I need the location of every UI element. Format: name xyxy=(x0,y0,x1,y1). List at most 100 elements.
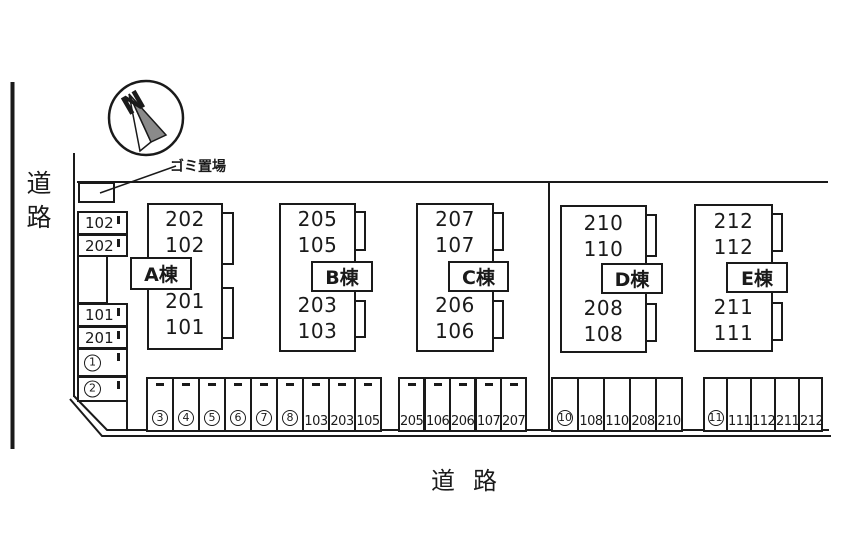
stall-number: 110 xyxy=(605,414,629,429)
unit-number: 108 xyxy=(583,322,624,346)
left-column-empty-space xyxy=(77,255,108,304)
wheel-stop-mark xyxy=(117,239,120,247)
stall-number-circled: 10 xyxy=(557,410,573,426)
unit-number: 106 xyxy=(435,319,475,343)
parking-stall: 211 xyxy=(774,377,800,432)
parking-stall: 111 xyxy=(726,377,752,432)
stall-number: 206 xyxy=(451,414,475,429)
parking-stall: 11 xyxy=(703,377,728,432)
stall-number: 205 xyxy=(400,414,424,429)
wheel-stop-mark xyxy=(234,383,242,386)
parking-stall: 105 xyxy=(354,377,382,432)
building-b-lower-units: 203 103 xyxy=(279,292,356,344)
stall-number: 212 xyxy=(800,414,824,429)
parking-stall: 1 xyxy=(77,348,128,377)
building-c-lower-units: 206 106 xyxy=(416,292,494,344)
stall-number: 112 xyxy=(752,414,776,429)
unit-number: 203 xyxy=(297,293,338,317)
stall-number-circled: 5 xyxy=(204,410,220,426)
building-b-name: B棟 xyxy=(311,261,373,292)
stall-number: 208 xyxy=(631,414,655,429)
building-a-name: A棟 xyxy=(130,257,192,290)
wheel-stop-mark xyxy=(509,383,518,386)
unit-number: 105 xyxy=(297,233,338,257)
wheel-stop-mark xyxy=(117,308,120,316)
wheel-stop-mark xyxy=(286,383,294,386)
stall-number: 106 xyxy=(426,414,450,429)
south-boundary-outer-line xyxy=(69,398,831,437)
garbage-area-box xyxy=(78,182,115,203)
unit-number: 111 xyxy=(713,321,754,345)
road-label-bottom: 道路 xyxy=(431,467,515,495)
unit-number: 212 xyxy=(713,209,754,233)
unit-number: 210 xyxy=(583,211,624,235)
parking-stall: 112 xyxy=(750,377,776,432)
parking-stall: 102 xyxy=(77,211,128,235)
building-a-upper-units: 202 102 xyxy=(147,206,223,258)
north-arrow: N xyxy=(107,79,185,157)
parking-stall: 208 xyxy=(629,377,657,432)
wheel-stop-mark xyxy=(407,383,416,386)
stall-number: 105 xyxy=(356,414,380,429)
parking-stall: 5 xyxy=(198,377,226,432)
wheel-stop-mark xyxy=(484,383,493,386)
garbage-area-label: ゴミ置場 xyxy=(170,159,226,175)
wheel-stop-mark xyxy=(433,383,442,386)
unit-number: 206 xyxy=(435,293,475,317)
parking-stall: 210 xyxy=(655,377,683,432)
stall-number: 101 xyxy=(85,306,114,324)
wheel-stop-mark xyxy=(182,383,190,386)
stall-number: 108 xyxy=(579,414,603,429)
wheel-stop-mark xyxy=(260,383,268,386)
building-c-upper-units: 207 107 xyxy=(416,206,494,258)
stall-number-circled: 4 xyxy=(178,410,194,426)
unit-number: 201 xyxy=(165,289,205,313)
parking-stall: 205 xyxy=(398,377,425,432)
wheel-stop-mark xyxy=(458,383,467,386)
parking-stall: 212 xyxy=(798,377,824,432)
stall-number: 207 xyxy=(502,414,526,429)
wheel-stop-mark xyxy=(364,383,372,386)
wheel-stop-mark xyxy=(117,353,120,361)
unit-number: 207 xyxy=(435,207,475,231)
stall-number: 103 xyxy=(304,414,328,429)
stall-number: 202 xyxy=(85,236,114,255)
parking-stall: 110 xyxy=(603,377,631,432)
parking-stall: 7 xyxy=(250,377,278,432)
stall-number: 211 xyxy=(776,414,800,429)
wheel-stop-mark xyxy=(117,331,120,339)
parking-stall: 108 xyxy=(577,377,605,432)
wheel-stop-mark xyxy=(208,383,216,386)
stall-number-circled: 6 xyxy=(230,410,246,426)
unit-number: 103 xyxy=(297,319,338,343)
unit-number: 110 xyxy=(583,237,624,261)
stall-number-circled: 1 xyxy=(84,354,101,371)
unit-number: 102 xyxy=(165,233,205,257)
wheel-stop-mark xyxy=(117,381,120,389)
unit-number: 202 xyxy=(165,207,205,231)
building-c-name: C棟 xyxy=(448,261,509,292)
stall-number-circled: 8 xyxy=(282,410,298,426)
unit-number: 112 xyxy=(713,235,754,259)
wheel-stop-mark xyxy=(117,216,120,224)
parking-stall: 2 xyxy=(77,376,128,402)
parking-stall: 202 xyxy=(77,234,128,257)
building-b-upper-units: 205 105 xyxy=(279,206,356,258)
building-e-lower-units: 211 111 xyxy=(694,294,773,346)
building-d-lower-units: 208 108 xyxy=(560,295,647,347)
parking-stall: 203 xyxy=(328,377,356,432)
stall-number: 203 xyxy=(330,414,354,429)
parking-stall: 207 xyxy=(500,377,527,432)
building-a-lower-units: 201 101 xyxy=(147,288,223,340)
building-d-name: D棟 xyxy=(601,263,663,294)
stall-number: 111 xyxy=(728,414,752,429)
unit-number: 101 xyxy=(165,315,205,339)
parking-stall: 8 xyxy=(276,377,304,432)
wheel-stop-mark xyxy=(338,383,346,386)
stall-number: 102 xyxy=(85,214,114,232)
stall-number: 107 xyxy=(477,414,501,429)
parking-stall: 3 xyxy=(146,377,174,432)
parking-stall: 6 xyxy=(224,377,252,432)
unit-number: 208 xyxy=(583,296,624,320)
